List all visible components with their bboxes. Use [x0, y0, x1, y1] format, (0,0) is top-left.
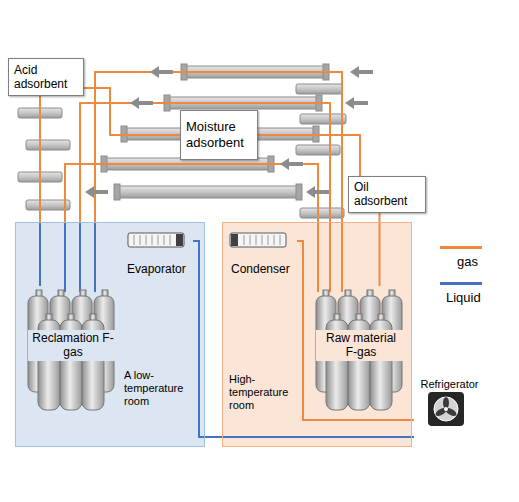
pipe-line: [193, 241, 414, 437]
adsorber-tube: [300, 114, 346, 124]
liquid-pipe: [94, 222, 96, 292]
node-label: Evaporator: [127, 262, 186, 276]
adsorber-tube: [300, 208, 344, 218]
flow-arrow: [150, 66, 173, 78]
heat-exchanger-icon: [244, 235, 280, 245]
gas-pipe: [95, 72, 342, 292]
refrigerator-icon: [434, 406, 447, 417]
adsorbent-box: Acid adsorbent: [8, 58, 84, 96]
adsorbent-box: Moisture adsorbent: [180, 110, 258, 160]
refrigerator-icon: [428, 392, 464, 426]
refrigerator-icon: [428, 392, 464, 426]
refrigerator-icon: [444, 406, 457, 417]
flow-arrow: [350, 66, 373, 78]
node-label: Oil adsorbent: [354, 180, 420, 209]
pipe-line: [84, 88, 180, 135]
pipe-line: [39, 222, 41, 286]
heat-exchanger-icon: [134, 235, 170, 245]
flow-arrow: [85, 66, 373, 198]
pipe-connector: [193, 241, 414, 437]
adsorber-tube: [118, 186, 298, 198]
adsorber-tube: [26, 200, 70, 210]
pipe-connector: [297, 241, 414, 420]
flow-arrow: [345, 97, 368, 109]
heat-exchanger-icon: [231, 234, 238, 246]
liquid-pipe: [64, 222, 66, 292]
refrigerator-icon: [444, 407, 448, 411]
liquid-pipe: [79, 222, 81, 292]
pipe-connector: [379, 213, 380, 286]
gas-cylinder-group: Raw material F-gas: [311, 286, 411, 413]
gas-pipe: [65, 164, 318, 292]
gas-pipe: [80, 103, 330, 292]
legend-label: Liquid: [446, 290, 481, 306]
pipe-line: [258, 135, 360, 176]
liquid-pipe: [65, 222, 95, 292]
node-label: Moisture adsorbent: [186, 119, 252, 150]
heat-exchanger-icon: [128, 233, 184, 247]
cylinder-label: Raw material F-gas: [316, 330, 406, 361]
gas-cylinder-group: Reclamation F-gas: [23, 286, 123, 413]
refrigerator-unit: Refrigerator: [414, 372, 485, 444]
legend-swatch: [440, 246, 482, 249]
adsorber-tube: [114, 184, 120, 200]
pipe-connector: [258, 135, 360, 176]
flow-arrow: [85, 186, 108, 198]
room-fill: [15, 222, 412, 447]
pipe-connector: [40, 96, 41, 286]
pipe-connector: [84, 88, 180, 135]
flow-arrow: [306, 186, 329, 198]
room-fill: [15, 222, 205, 447]
adsorber-tube: [296, 184, 302, 200]
adsorber-tube: [296, 145, 340, 155]
room-panel: High- temperature room CondenserRaw mater…: [222, 222, 412, 447]
room-panel: A low- temperature room EvaporatorReclama…: [15, 222, 205, 447]
pipe-line: [39, 96, 41, 222]
cylinder-label: Reclamation F-gas: [28, 330, 118, 361]
heat-exchanger-unit: Evaporator: [121, 231, 193, 281]
adsorber-tube: [26, 140, 70, 150]
adsorber-tube: [296, 84, 342, 94]
flow-arrow: [280, 158, 303, 170]
heat-exchanger-icon: [230, 233, 286, 247]
node-label: Condenser: [231, 262, 290, 276]
node-label: Refrigerator: [420, 378, 478, 391]
legend-swatch: [440, 282, 482, 285]
legend-label: gas: [457, 254, 478, 270]
room-label: A low- temperature room: [124, 369, 192, 409]
heat-exchanger-icon: [128, 233, 286, 247]
pipe-line: [297, 241, 414, 420]
refrigerator-icon: [434, 397, 458, 421]
heat-exchanger-unit: Condenser: [225, 231, 297, 281]
pipe-line: [379, 213, 381, 286]
heat-exchanger-icon: [176, 234, 183, 246]
gas-pipe: [65, 72, 342, 292]
adsorbent-box: Oil adsorbent: [348, 176, 426, 213]
room-label: High- temperature room: [229, 373, 297, 413]
node-label: Acid adsorbent: [14, 63, 78, 92]
flow-arrow: [130, 97, 153, 109]
